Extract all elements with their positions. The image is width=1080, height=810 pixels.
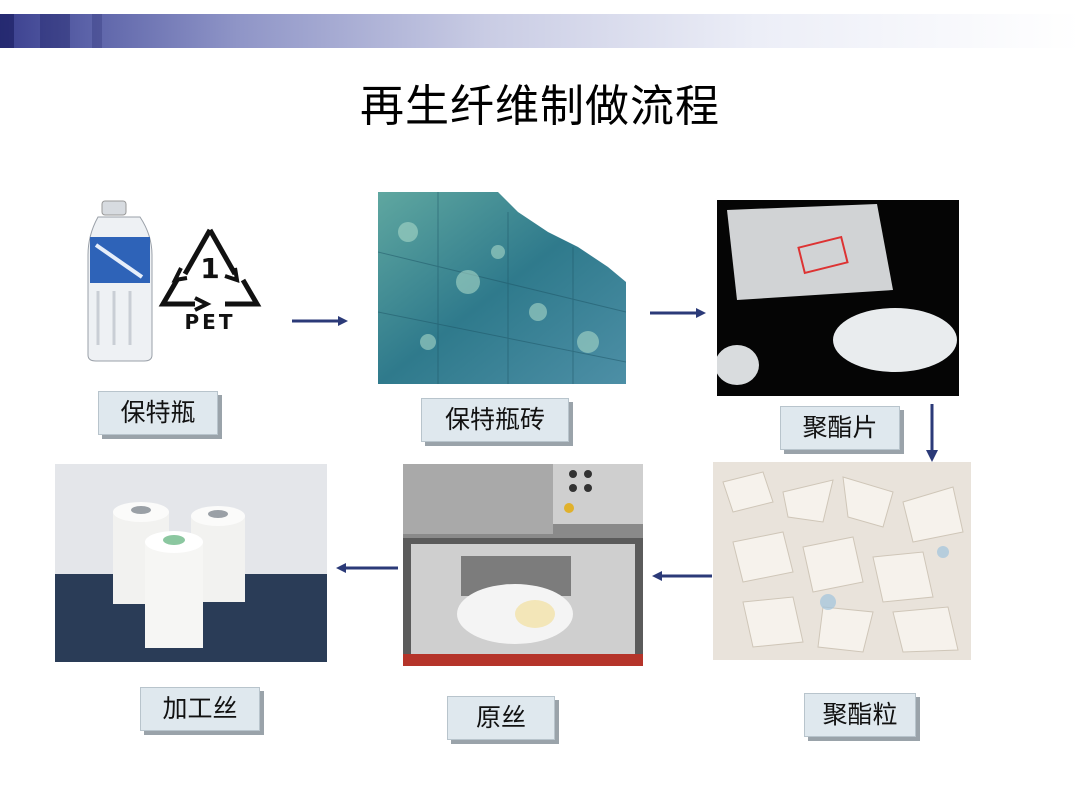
step-label-textured-yarn: 加工丝 <box>140 687 260 731</box>
polyester-bag-photo <box>717 200 959 396</box>
recycle-pet-icon: 1 PET <box>155 222 265 337</box>
arrow-down <box>926 404 938 462</box>
arrow-right-1 <box>292 316 348 326</box>
polyester-pellets-photo <box>713 462 971 660</box>
step-label-polyester-flake: 聚酯片 <box>780 406 900 450</box>
step-label-polyester-pellet: 聚酯粒 <box>804 693 916 737</box>
step-label-pet-bottle: 保特瓶 <box>98 391 218 435</box>
bottle-bricks-photo <box>378 192 626 384</box>
arrow-right-2 <box>650 308 706 318</box>
step-label-raw-yarn: 原丝 <box>447 696 555 740</box>
step-label-bottle-brick: 保特瓶砖 <box>421 398 569 442</box>
pet-bottle-image <box>78 195 268 365</box>
raw-yarn-machine-photo <box>403 464 643 666</box>
slide-title: 再生纤维制做流程 <box>360 81 720 132</box>
arrow-left-1 <box>652 571 712 581</box>
recycle-number: 1 <box>200 252 220 285</box>
header-band <box>0 14 1080 48</box>
textured-yarn-photo <box>55 464 327 662</box>
recycle-code: PET <box>184 310 236 334</box>
arrow-left-2 <box>336 563 398 573</box>
